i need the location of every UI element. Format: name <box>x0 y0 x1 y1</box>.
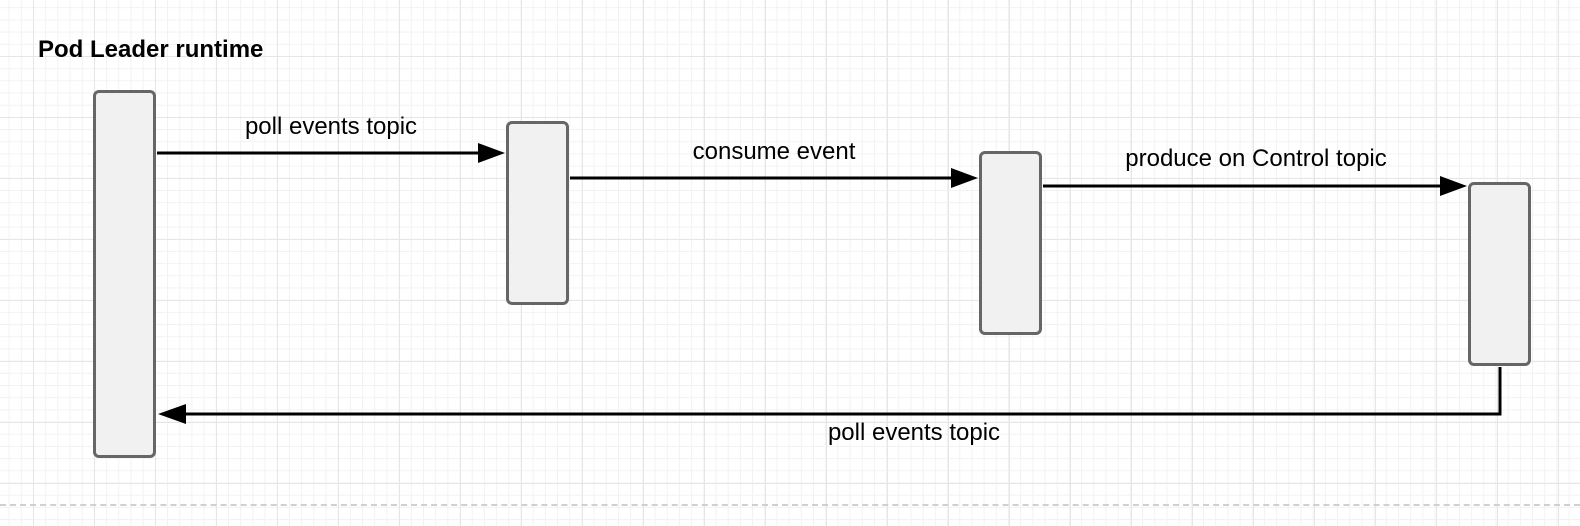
message-label-poll-events-return: poll events topic <box>827 419 1001 446</box>
diagram-title: Pod Leader runtime <box>38 36 264 63</box>
message-label-consume-event: consume event <box>692 138 856 165</box>
message-arrow-4[interactable] <box>158 367 1502 424</box>
activation-box-events-topic[interactable] <box>506 121 569 305</box>
activation-box-pod-leader[interactable] <box>93 90 156 458</box>
message-arrow-3[interactable] <box>1043 176 1467 196</box>
activation-box-consumer[interactable] <box>979 151 1042 335</box>
message-label-produce-control: produce on Control topic <box>1125 145 1387 172</box>
message-arrow-1[interactable] <box>157 143 505 163</box>
message-label-poll-events: poll events topic <box>244 113 418 140</box>
page-break-divider <box>0 504 1580 506</box>
message-arrow-2[interactable] <box>570 168 978 188</box>
activation-box-control-topic[interactable] <box>1468 182 1531 366</box>
